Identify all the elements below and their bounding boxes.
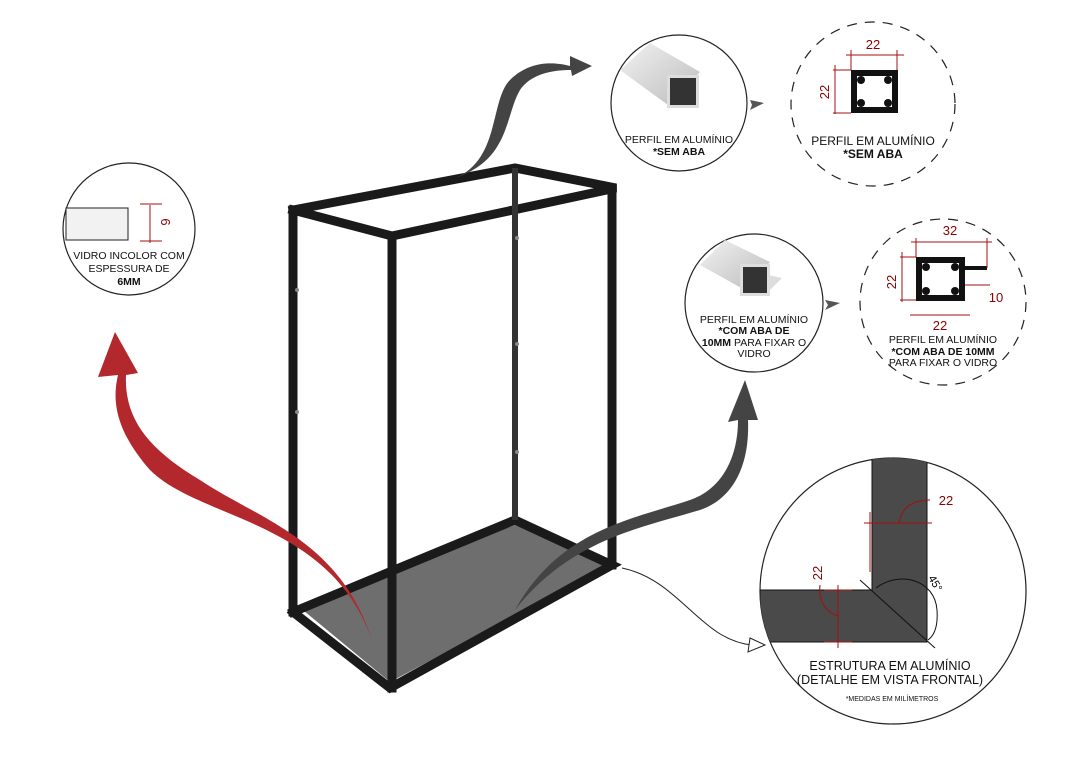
flange-line-3: PARA FIXAR O bbox=[731, 337, 806, 349]
glass-detail: 6 VIDRO INCOLOR COM ESPESSURA DE 6MM bbox=[62, 162, 196, 296]
red-arrow bbox=[98, 332, 372, 640]
flange-label-2: *COM ABA DE bbox=[719, 325, 790, 337]
small-arrow-2 bbox=[825, 300, 840, 310]
corner-label-1: ESTRUTURA EM ALUMÍNIO bbox=[809, 658, 970, 673]
profile-flange-detail: PERFIL EM ALUMÍNIO *COM ABA DE 10MM PARA… bbox=[684, 233, 824, 373]
section-label-1: PERFIL EM ALUMÍNIO bbox=[889, 333, 997, 346]
profile-flange-section: 32 22 10 22 PERFIL EM ALUMÍNIO *COM ABA … bbox=[859, 218, 1027, 386]
grey-arrow-top bbox=[455, 56, 592, 178]
corner-detail: 22 22 45° ESTRUTURA EM ALUMÍNIO (DETALHE… bbox=[759, 457, 1027, 725]
height-dim: 22 bbox=[817, 85, 832, 99]
profile-plain-bold: *SEM ABA bbox=[653, 146, 706, 158]
glass-thickness-dim: 6 bbox=[158, 218, 173, 225]
flange-label-3: 10MM PARA FIXAR O bbox=[702, 337, 806, 349]
glass-label-1: VIDRO INCOLOR COM bbox=[73, 250, 184, 262]
grey-arrow-mid bbox=[515, 380, 758, 610]
flange-bold-2: 10MM bbox=[702, 337, 731, 349]
profile-plain-detail: PERFIL EM ALUMÍNIO *SEM ABA bbox=[610, 34, 748, 172]
corner-label-2: (DETALHE EM VISTA FRONTAL) bbox=[797, 673, 983, 687]
corner-dim-v: 22 bbox=[810, 566, 825, 580]
corner-dim-h: 22 bbox=[939, 493, 953, 508]
aluminum-frame bbox=[286, 163, 622, 694]
width-dim: 22 bbox=[866, 37, 880, 52]
outline-arrow-corner bbox=[621, 567, 753, 646]
section-label: PERFIL EM ALUMÍNIO bbox=[811, 133, 935, 148]
flange-dim: 10 bbox=[989, 290, 1003, 305]
flange-label-1: PERFIL EM ALUMÍNIO bbox=[700, 313, 808, 326]
width-dim: 22 bbox=[933, 318, 947, 333]
profile-plain-label: PERFIL EM ALUMÍNIO bbox=[625, 133, 733, 146]
measurement-note: *MEDIDAS EM MILÍMETROS bbox=[846, 694, 939, 703]
flange-label-4: VIDRO bbox=[737, 348, 770, 360]
section-bold: *SEM ABA bbox=[843, 147, 903, 161]
total-width-dim: 32 bbox=[943, 223, 957, 238]
glass-label-2: ESPESSURA DE bbox=[88, 263, 169, 275]
height-dim: 22 bbox=[884, 275, 899, 289]
section-label-3: PARA FIXAR O VIDRO bbox=[889, 357, 997, 369]
section-label-2: *COM ABA DE 10MM bbox=[891, 346, 994, 358]
glass-label-3: 6MM bbox=[117, 276, 141, 288]
profile-plain-section: 22 22 PERFIL EM ALUMÍNIO *SEM ABA bbox=[790, 21, 956, 187]
small-arrow-1 bbox=[750, 100, 764, 110]
glass-floor bbox=[298, 525, 610, 682]
